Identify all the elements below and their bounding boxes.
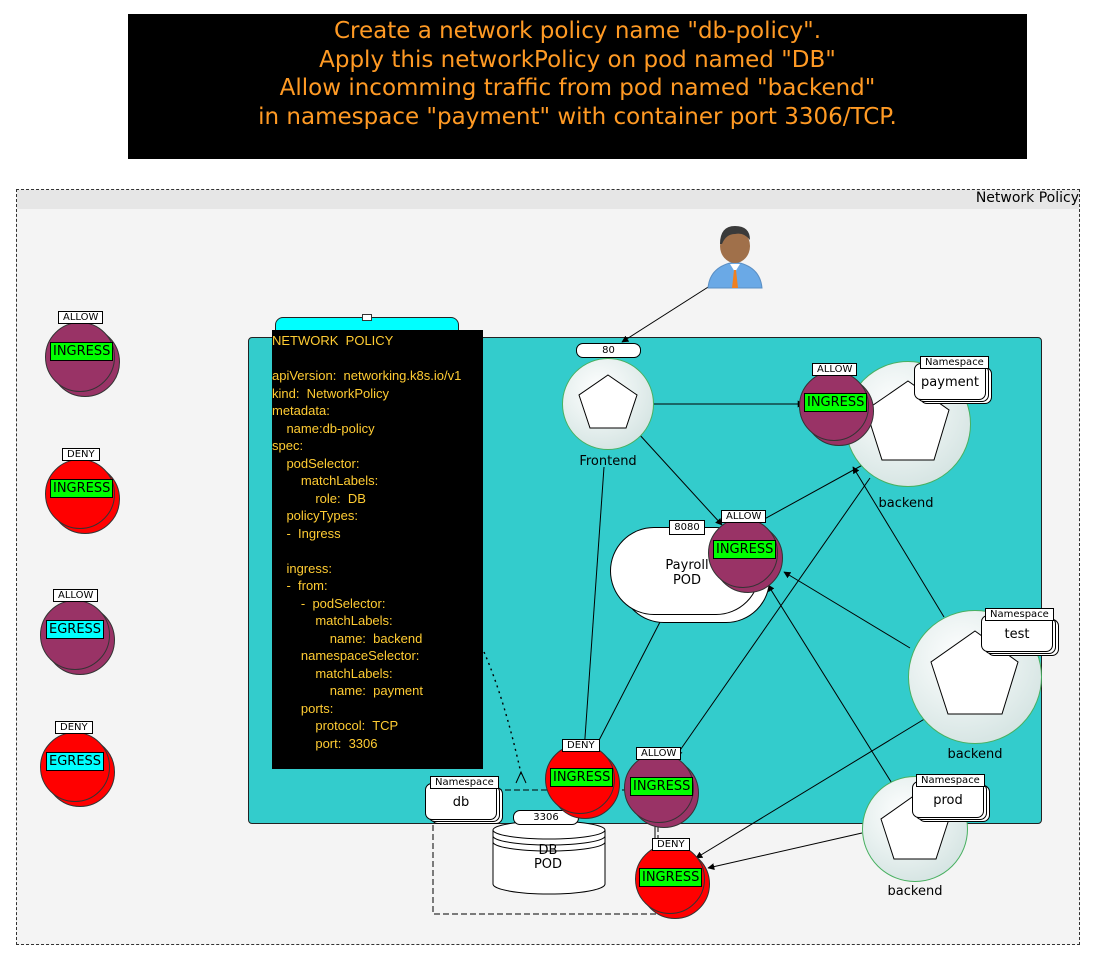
yaml-line: apiVersion: networking.k8s.io/v1 [272,368,462,383]
namespace-test: test Namespace [981,608,1059,656]
pentagon-icon [578,374,638,429]
deny-tag: DENY [62,448,100,461]
db-label-2: POD [533,857,563,872]
deny-tag: DENY [652,838,690,851]
yaml-line: - from: [272,578,328,593]
frame-title: Network Policy [975,190,1079,206]
payroll-port: 8080 [669,520,705,535]
ingress-pill: INGRESS [713,540,777,559]
allow-tag: ALLOW [58,311,104,324]
payroll-label-2: POD [672,573,702,588]
egress-pill: EGRESS [46,620,105,639]
yaml-line: spec: [272,438,304,453]
yaml-line: matchLabels: [272,613,393,628]
ingress-pill: INGRESS [50,342,114,361]
yaml-line: ports: [272,700,334,716]
backend-payment-label: backend [878,496,934,511]
yaml-line [272,350,483,368]
yaml-line: role: DB [272,490,366,506]
yaml-line: name:db-policy [272,420,375,436]
allow-tag: ALLOW [721,510,767,523]
card-front [912,781,984,818]
banner-line: Allow incomming traffic from pod named "… [279,75,876,101]
banner-line: Create a network policy name "db-policy"… [333,18,822,44]
yaml-line: namespaceSelector: [272,648,420,663]
backend-test-label: backend [947,747,1003,762]
allow-tag: ALLOW [53,589,99,602]
yaml-line: matchLabels: [272,665,393,681]
card-front [425,783,497,820]
tab-knob [362,314,372,321]
deny-tag: DENY [55,721,93,734]
yaml-line: - podSelector: [272,595,386,611]
card-front [981,615,1053,652]
yaml-line: - Ingress [272,525,341,541]
yaml-line: name: payment [272,683,424,698]
db-label-1: DB [538,843,558,858]
backend-prod-label: backend [887,884,943,899]
yaml-line: matchLabels: [272,473,379,488]
yaml-line: name: backend [272,630,423,646]
yaml-line: NETWORK POLICY [272,333,394,348]
yaml-line: kind: NetworkPolicy [272,385,390,401]
egress-pill: EGRESS [46,752,105,771]
yaml-line: podSelector: [272,455,360,471]
allow-tag: ALLOW [636,747,682,760]
banner-line: Apply this networkPolicy on pod named "D… [319,46,836,73]
ingress-pill: INGRESS [804,393,868,412]
namespace-tag: Namespace [920,356,989,369]
namespace-tag: Namespace [916,774,985,787]
database-icon[interactable] [492,820,608,896]
ingress-pill: INGRESS [50,479,114,498]
namespace-payment: payment Namespace [914,356,992,404]
deny-tag: DENY [562,739,600,752]
allow-tag: ALLOW [812,363,858,376]
banner-line: in namespace "payment" with container po… [258,103,897,130]
yaml-line: policyTypes: [272,508,358,523]
payroll-label-1: Payroll [665,558,709,573]
yaml-line: metadata: [272,403,330,418]
namespace-name: prod [933,793,963,808]
yaml-line: port: 3306 [272,735,378,751]
ingress-pill: INGRESS [639,868,703,887]
frontend-label: Frontend [579,454,637,469]
namespace-name: db [452,795,470,810]
yaml-line: protocol: TCP [272,718,399,733]
namespace-name: test [1004,627,1030,642]
namespace-tag: Namespace [430,776,499,789]
namespace-name: payment [921,375,979,390]
frame-header [17,190,1079,209]
yaml-line: ingress: [272,560,332,576]
frontend-port: 80 [576,343,641,358]
task-banner: Create a network policy name "db-policy"… [128,14,1027,159]
yaml-line [272,542,483,560]
user-icon [707,226,763,289]
ingress-pill: INGRESS [550,768,614,787]
namespace-db: db Namespace [425,776,503,824]
ingress-pill: INGRESS [630,777,694,796]
namespace-tag: Namespace [985,608,1054,621]
namespace-prod: prod Namespace [912,774,990,822]
policy-yaml: NETWORK POLICY apiVersion: networking.k8… [272,330,483,769]
